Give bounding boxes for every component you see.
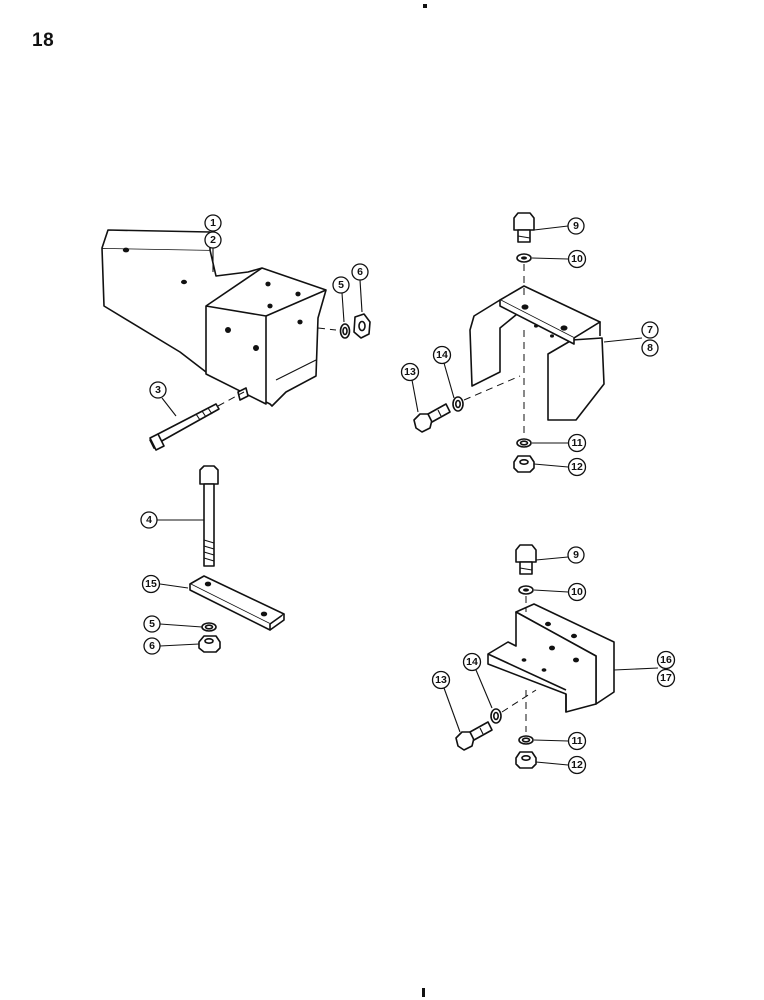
- callout-3: 3: [149, 381, 167, 399]
- callout-3-label: 3: [155, 384, 161, 396]
- callout-10-lower-label: 10: [571, 586, 583, 598]
- callout-6-lower-label: 6: [149, 640, 155, 652]
- callout-11-upper: 11: [567, 433, 587, 453]
- bolt-9-lower: [515, 544, 537, 575]
- callout-2-label: 2: [210, 234, 216, 246]
- bolt-4-part: [199, 465, 219, 567]
- callout-12-lower-label: 12: [571, 759, 583, 771]
- callout-7-label: 7: [647, 324, 653, 336]
- callout-12-upper-label: 12: [571, 461, 583, 473]
- washer-10-upper: [516, 253, 532, 263]
- callout-15-label: 15: [145, 578, 157, 590]
- callout-9-upper: 9: [567, 217, 585, 235]
- callout-10-upper: 10: [567, 249, 587, 269]
- nut-12-lower: [515, 751, 537, 769]
- callout-12-upper: 12: [567, 457, 587, 477]
- callout-5-lower-label: 5: [149, 618, 155, 630]
- callout-13-upper-label: 13: [404, 366, 416, 378]
- callout-6-lower: 6: [143, 637, 161, 655]
- leader-lines: [157, 225, 659, 766]
- callout-12-lower: 12: [567, 755, 587, 775]
- bolt-13-lower-dash: [501, 689, 537, 713]
- bolt-13-upper: [413, 403, 451, 433]
- lock-washer-5-lower: [201, 622, 217, 632]
- callout-16: 16: [656, 650, 676, 670]
- callout-1: 1: [204, 214, 222, 232]
- callout-8: 8: [641, 339, 659, 357]
- callout-10-upper-label: 10: [571, 253, 583, 265]
- callout-1-label: 1: [210, 217, 216, 229]
- nut-6-upper: [353, 313, 371, 339]
- callout-5-lower: 5: [143, 615, 161, 633]
- callout-5-upper: 5: [332, 276, 350, 294]
- callout-4-label: 4: [146, 514, 152, 526]
- washer-11-lower: [518, 735, 534, 745]
- callout-9-lower: 9: [567, 546, 585, 564]
- callout-13-lower-label: 13: [435, 674, 447, 686]
- callout-13-upper: 13: [400, 362, 420, 382]
- registration-mark-bottom: [422, 988, 425, 997]
- callout-17-label: 17: [660, 672, 672, 684]
- channel-bracket-16-part: [487, 603, 615, 713]
- page-number: 18: [32, 30, 55, 51]
- callout-6-upper-label: 6: [357, 266, 363, 278]
- callout-6-upper: 6: [351, 263, 369, 281]
- callout-14-upper: 14: [432, 345, 452, 365]
- washer-5-dash: [317, 327, 337, 331]
- washer-14-upper: [452, 396, 464, 412]
- u-bracket-7-part: [469, 285, 605, 421]
- callout-14-upper-label: 14: [436, 349, 448, 361]
- nut-6-lower: [198, 635, 221, 653]
- callout-10-lower: 10: [567, 582, 587, 602]
- callout-7: 7: [641, 321, 659, 339]
- callout-5-upper-label: 5: [338, 279, 344, 291]
- nut-12-upper: [513, 455, 535, 473]
- bolt-3-part: [149, 403, 220, 451]
- callout-11-upper-label: 11: [571, 437, 582, 449]
- frame-channel-part: [101, 229, 327, 407]
- washer-14-lower: [490, 708, 502, 724]
- callout-13-lower: 13: [431, 670, 451, 690]
- lock-washer-5-upper: [339, 323, 351, 339]
- callout-11-lower: 11: [567, 731, 587, 751]
- washer-11-upper: [516, 438, 532, 448]
- callout-14-lower: 14: [462, 652, 482, 672]
- callout-2: 2: [204, 231, 222, 249]
- callout-9-lower-label: 9: [573, 549, 579, 561]
- bolt-3-leader-dash: [217, 391, 245, 407]
- callout-11-lower-label: 11: [571, 735, 582, 747]
- bolt-13-upper-dash: [463, 375, 521, 401]
- washer-10-lower: [518, 585, 534, 595]
- callout-15: 15: [141, 574, 161, 594]
- callout-8-label: 8: [647, 342, 653, 354]
- registration-mark-top: [423, 4, 427, 8]
- callout-17: 17: [656, 668, 676, 688]
- bolt-13-lower: [455, 721, 493, 751]
- bolt-9-upper: [513, 212, 535, 243]
- callout-14-lower-label: 14: [466, 656, 478, 668]
- plate-15-part: [189, 575, 285, 631]
- callout-9-upper-label: 9: [573, 220, 579, 232]
- callout-4: 4: [140, 511, 158, 529]
- callout-16-label: 16: [660, 654, 672, 666]
